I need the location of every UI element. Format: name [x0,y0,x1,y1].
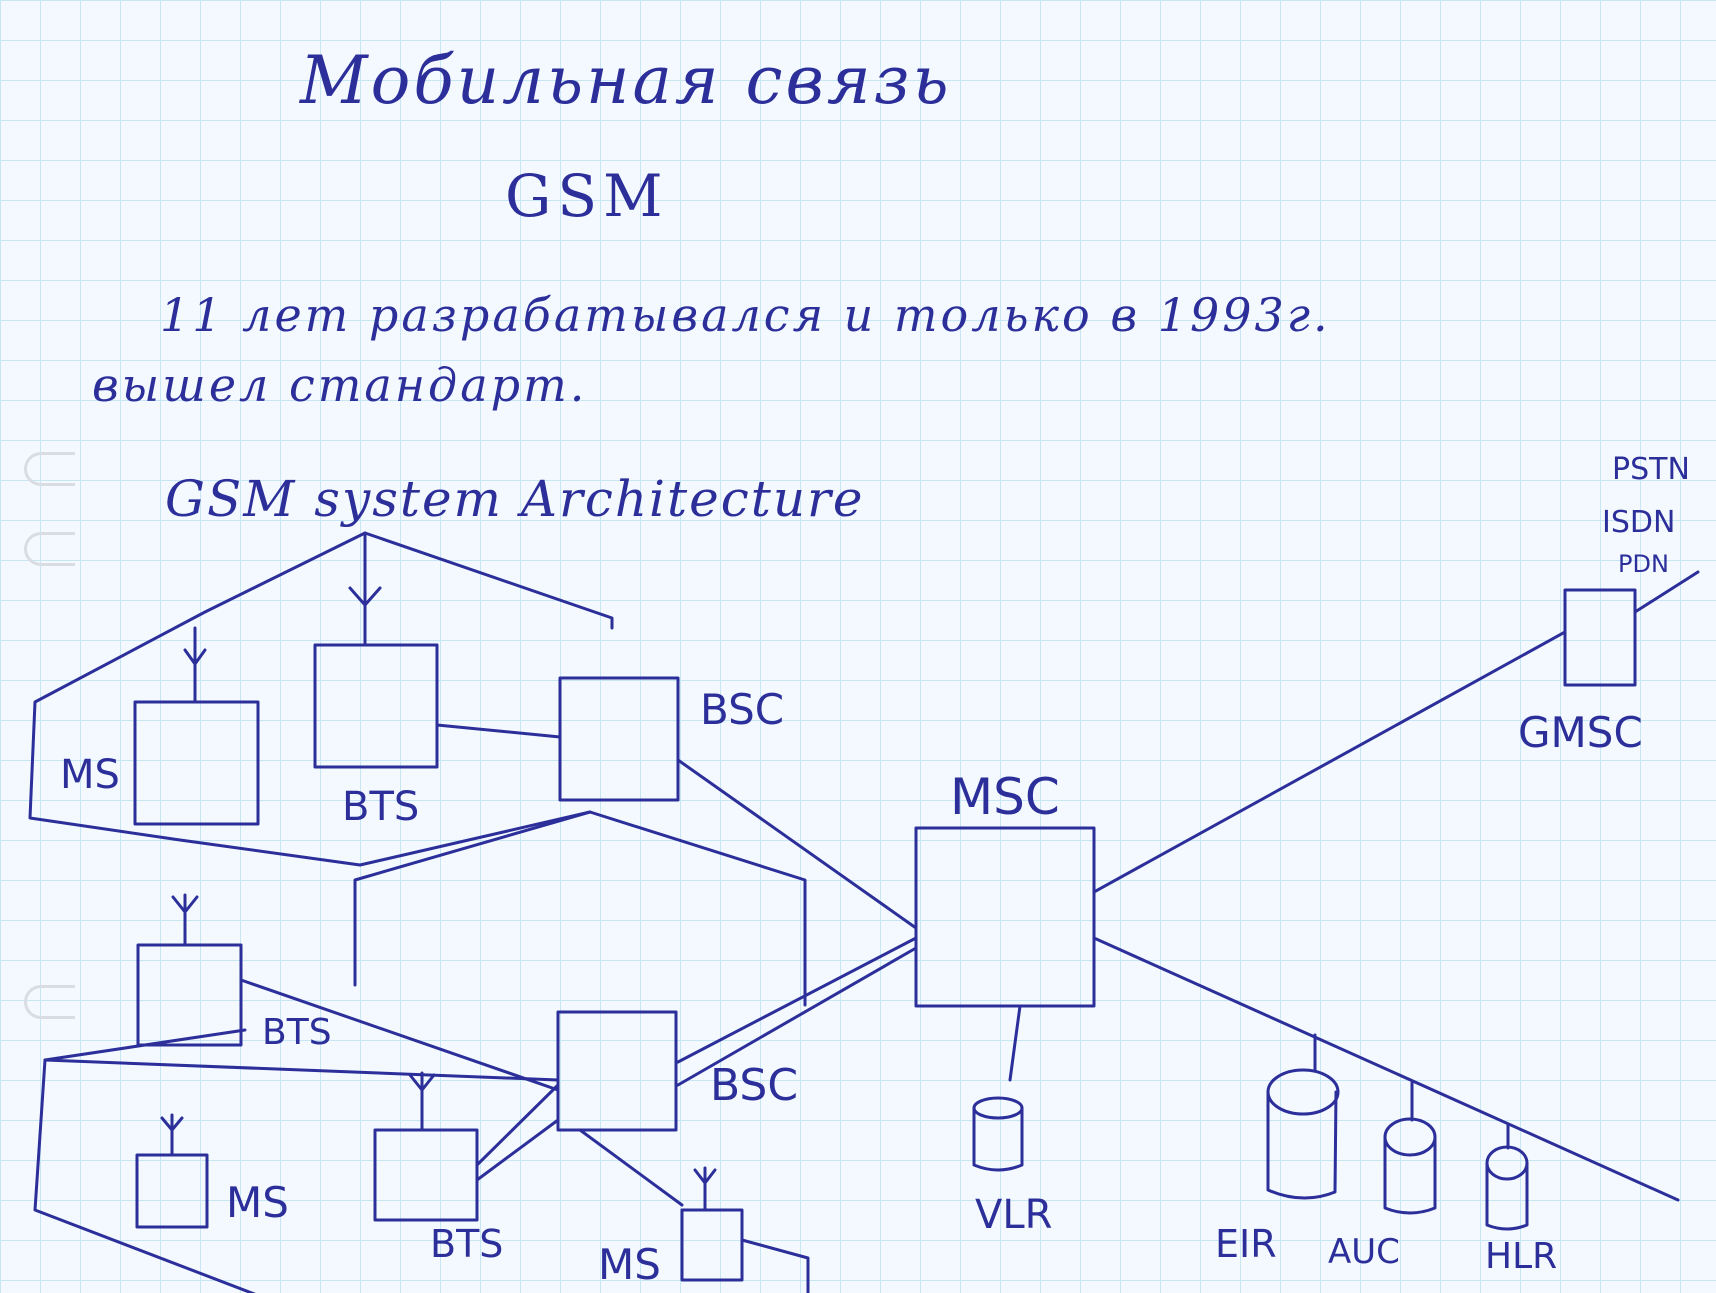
ms3-antenna-icon [693,1168,717,1185]
link-bts2-bsc2 [239,978,560,1092]
bts2-antenna-icon [171,895,199,914]
label-bsc-2: BSC [710,1060,799,1111]
label-bts-3: BTS [430,1222,504,1266]
msc-box [914,826,1096,1008]
note-line-2: вышел стандарт. [92,358,588,412]
eir-db-top [1266,1068,1340,1116]
label-bts-1: BTS [342,784,420,830]
link-msc-hlr [1092,936,1680,1202]
link-bts1-bsc1 [435,723,562,739]
ms-box-3 [680,1208,744,1282]
binder-hole-top [24,452,75,486]
label-auc: AUC [1328,1232,1400,1272]
auc-db-body [1383,1135,1437,1215]
label-ms-2: MS [226,1178,289,1227]
bts-box-3 [373,1128,479,1222]
label-bts-2: BTS [262,1012,332,1053]
eir-db-body [1266,1090,1338,1200]
bts-box-1 [313,643,439,769]
label-vlr: VLR [975,1192,1053,1238]
lower-outline-diag [43,1058,560,1082]
label-ms-1: MS [60,752,120,798]
label-gmsc: GMSC [1518,708,1643,757]
label-eir: EIR [1215,1222,1277,1266]
ms2-antenna-icon [160,1116,184,1132]
binder-hole-middle [24,532,75,566]
page-subtitle: GSM [505,162,669,230]
label-hlr: HLR [1485,1236,1558,1277]
label-pstn: PSTN [1612,452,1690,487]
diagram-title: GSM system Architecture [165,470,865,528]
hlr-db-top [1485,1145,1529,1181]
upper-antenna-icon [348,586,382,607]
lower-outline-left [33,1028,256,1293]
link-bsc2-ms3 [578,1128,684,1207]
label-pdn: PDN [1618,550,1669,578]
link-bsc1-msc [676,758,918,930]
ms-antenna-1-icon [183,648,207,666]
bsc-box-2 [556,1010,678,1132]
ms3-tail [740,1238,810,1293]
binder-hole-bottom [24,985,75,1019]
vlr-db-top [972,1096,1024,1120]
link-bts3-bsc2-b [475,1118,560,1182]
label-msc: MSC [950,768,1060,826]
bts3-antenna-icon [408,1073,436,1092]
vlr-db-body [972,1106,1024,1172]
label-bsc-1: BSC [700,685,785,734]
link-bts3-bsc2 [475,1083,560,1167]
upper-coverage-outline [28,531,807,1007]
auc-db-top [1383,1117,1437,1157]
note-line-1: 11 лет разрабатывался и только в 1993г. [160,288,1331,342]
link-msc-gmsc [1092,630,1567,894]
page-title: Мобильная связь [300,42,952,119]
label-isdn: ISDN [1602,505,1676,540]
lower-coverage-outline [353,810,592,987]
bts-box-2 [136,943,243,1047]
hlr-db-body [1485,1161,1529,1231]
link-bsc2-msc-b [676,946,918,1087]
bsc-box-1 [558,676,680,802]
ms-box-2 [135,1153,209,1229]
link-gmsc-external [1633,570,1700,614]
link-msc-vlr [1008,1004,1022,1082]
link-bsc2-msc [676,936,918,1064]
gmsc-box [1563,588,1637,687]
ms-box-1 [133,700,260,826]
label-ms-3: MS [598,1240,661,1289]
